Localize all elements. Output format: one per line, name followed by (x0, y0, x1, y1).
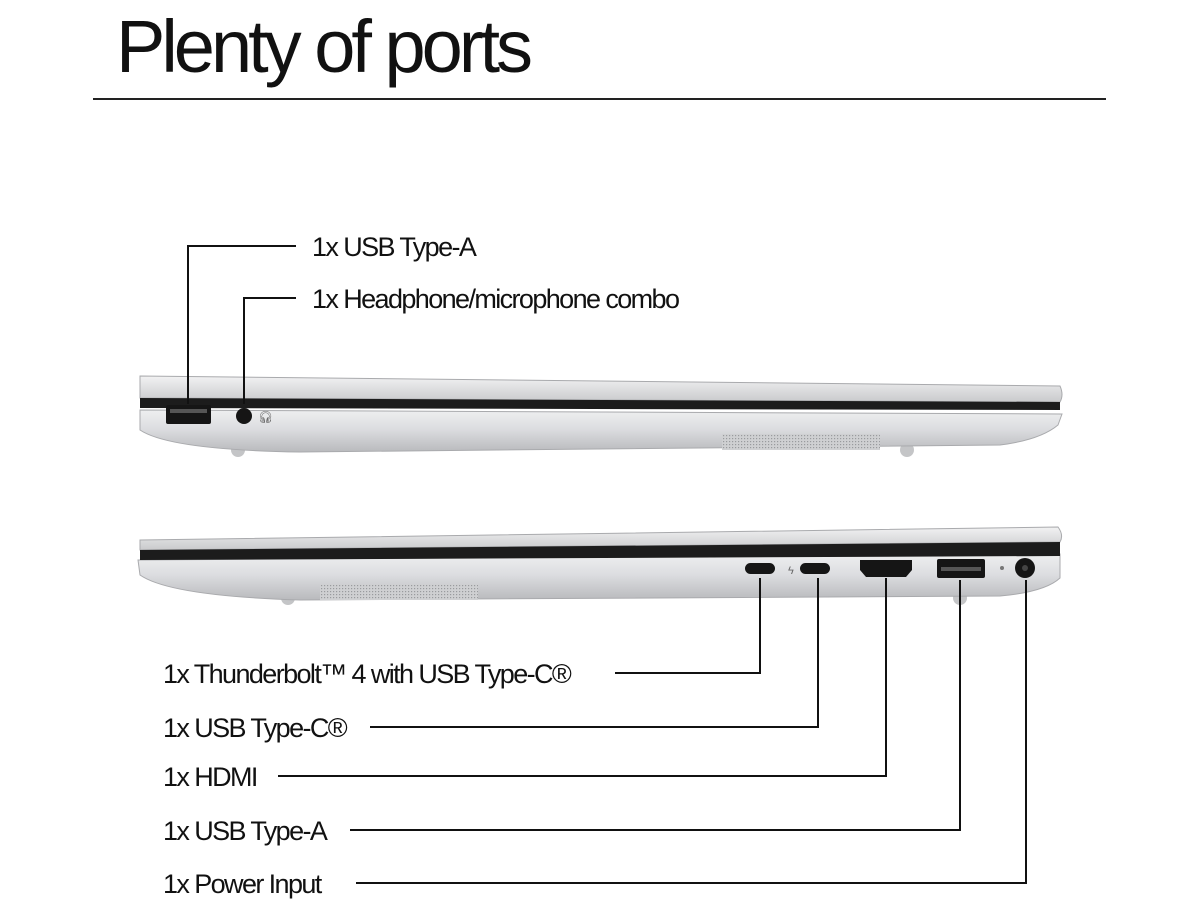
usb-c-port (800, 563, 830, 574)
laptop-lid (139, 375, 1063, 403)
callout-line-headphone (243, 297, 296, 404)
callout-line-usb-c (370, 578, 819, 728)
title-divider (93, 98, 1106, 100)
label-headphone-combo: 1x Headphone/microphone combo (312, 284, 679, 314)
hinge-gap (140, 542, 1060, 560)
power-indicator-light (1000, 566, 1004, 570)
thunderbolt-usb-c-port (745, 563, 775, 574)
thunderbolt-icon: ϟ (788, 565, 794, 577)
label-thunderbolt: 1x Thunderbolt™ 4 with USB Type-C® (163, 659, 572, 689)
usb-a-tongue (170, 409, 207, 413)
callout-line-thunderbolt (615, 578, 761, 674)
callout-lines (187, 245, 1027, 884)
callout-line-power (356, 580, 1027, 884)
hdmi-port (860, 560, 912, 577)
speaker-grille (722, 434, 880, 450)
callout-line-usb-a-right (350, 580, 961, 831)
speaker-grille (320, 584, 478, 600)
hinge-gap (140, 398, 1060, 410)
headphone-jack (236, 408, 252, 424)
page-title: Plenty of ports (116, 5, 533, 88)
laptop-base (139, 409, 1063, 453)
laptop-base (137, 553, 1061, 601)
label-power-input: 1x Power Input (163, 869, 323, 899)
headphone-icon: 🎧︎ (258, 410, 273, 424)
label-usb-c: 1x USB Type-C® (163, 713, 348, 743)
usb-a-tongue (941, 567, 981, 571)
label-usb-a-right: 1x USB Type-A (163, 816, 328, 846)
label-hdmi: 1x HDMI (163, 762, 257, 792)
foot (900, 443, 914, 457)
usb-a-port (166, 405, 211, 424)
callout-line-hdmi (278, 578, 887, 777)
laptop-lid (139, 526, 1063, 551)
laptop-right-side: ϟ (137, 526, 1063, 605)
callout-line-usb-a-left (187, 245, 296, 404)
power-jack-pin (1022, 565, 1028, 571)
label-usb-a-left: 1x USB Type-A (312, 232, 477, 262)
laptop-left-side: 🎧︎ (139, 375, 1063, 457)
